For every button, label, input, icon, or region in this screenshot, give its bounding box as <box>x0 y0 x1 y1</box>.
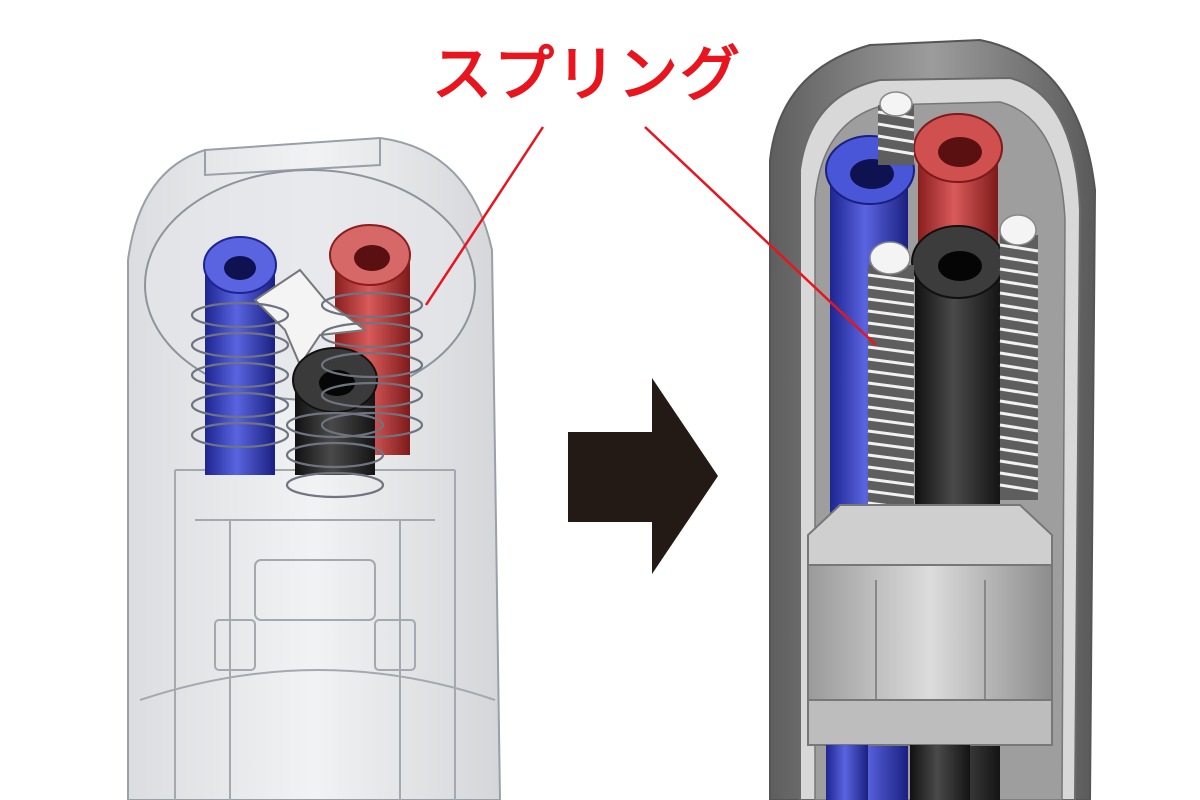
left-black-refill <box>292 347 378 475</box>
callout-line-right <box>644 126 877 346</box>
collar <box>807 504 1053 746</box>
callout-label: スプリング <box>432 40 742 110</box>
left-blue-refill <box>203 236 277 475</box>
inner-barrel <box>139 469 496 800</box>
right-arrow-icon <box>568 378 718 574</box>
right-spring-left <box>867 241 915 550</box>
lower-black-refill <box>910 745 970 800</box>
right-cutaway-assembly <box>769 38 1097 800</box>
lower-blue-refill <box>826 745 868 800</box>
right-spring-right <box>999 214 1039 500</box>
callout-line-left <box>424 126 545 306</box>
left-transparent-assembly <box>127 136 502 800</box>
right-spring-top <box>877 91 915 165</box>
left-springs <box>190 291 424 499</box>
